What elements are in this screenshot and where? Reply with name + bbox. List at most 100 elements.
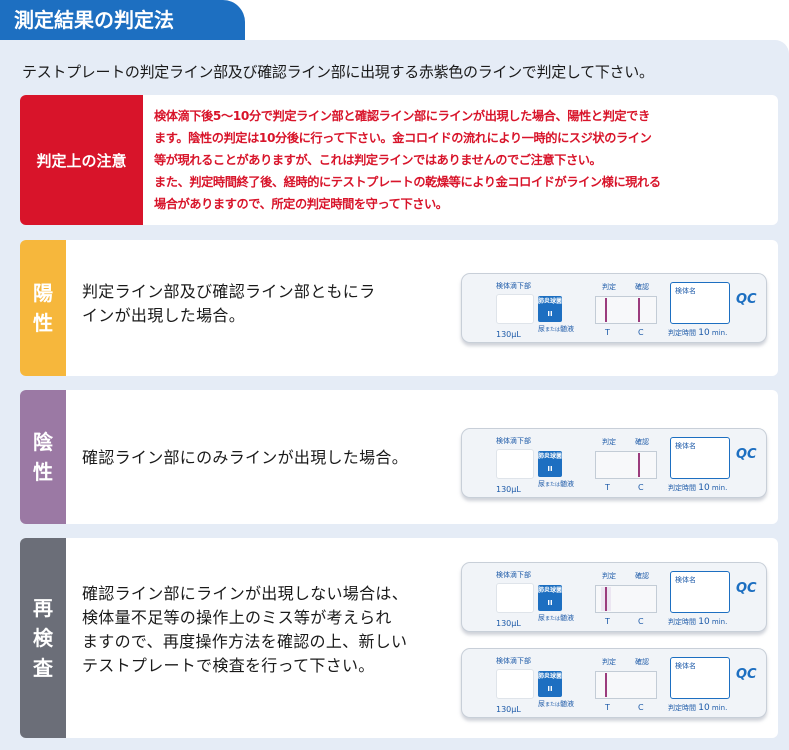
label-char: 検 — [33, 626, 53, 650]
drop-label: 検体滴下部 — [496, 437, 531, 445]
result-text-retest: 確認ライン部にラインが出現しない場合は、 検体量不足等の操作上のミス等が考えられ… — [82, 582, 462, 678]
result-row-negative: 陰 性 確認ライン部にのみラインが出現した場合。 検体滴下部 肺炎球菌 II 尿… — [20, 390, 778, 524]
time-label: 判定時間 10 min. — [668, 328, 727, 338]
caution-line: ます。陰性の判定は10分後に行って下さい。金コロイドの流れにより一時的にスジ状の… — [154, 131, 652, 145]
result-text-line: 確認ライン部にのみラインが出現した場合。 — [82, 448, 409, 467]
time-unit: min. — [711, 329, 728, 337]
result-text-line: インが出現した場合。 — [82, 306, 246, 325]
sample-type-label: 尿または髄液 — [538, 479, 574, 489]
result-label-negative: 陰 性 — [20, 390, 66, 524]
sample-type-label: 尿または髄液 — [538, 699, 574, 709]
c-label: C — [638, 703, 644, 712]
volume-label: 130μL — [496, 485, 521, 494]
or-label: または — [545, 616, 561, 622]
logo-icon: QC — [736, 447, 757, 462]
or-label: または — [545, 702, 561, 708]
time-text: 判定時間 — [668, 484, 696, 492]
product-name: 肺炎球菌 — [538, 673, 563, 680]
time-text: 判定時間 — [668, 618, 696, 626]
specimen-label: 検体名 — [675, 442, 696, 450]
time-label: 判定時間 10 min. — [668, 483, 727, 493]
specimen-well — [496, 583, 534, 613]
time-text: 判定時間 — [668, 329, 696, 337]
product-name: 肺炎球菌 — [538, 298, 563, 305]
label-char: 性 — [33, 460, 53, 484]
result-text-line: 検体量不足等の操作上のミス等が考えられ — [82, 608, 392, 627]
or-label: または — [545, 327, 561, 333]
control-line — [638, 298, 640, 322]
product-number: II — [547, 599, 553, 607]
time-unit: min. — [711, 484, 728, 492]
csf-label: 髄液 — [560, 700, 575, 708]
confirm-label: 確認 — [635, 658, 649, 666]
or-label: または — [545, 482, 561, 488]
time-value: 10 — [698, 483, 710, 493]
result-text-line: 判定ライン部及び確認ライン部ともにラ — [82, 282, 376, 301]
time-text: 判定時間 — [668, 704, 696, 712]
specimen-well — [496, 669, 534, 699]
test-line — [605, 298, 607, 322]
judge-label: 判定 — [602, 572, 616, 580]
result-row-positive: 陽 性 判定ライン部及び確認ライン部ともにラ インが出現した場合。 検体滴下部 … — [20, 240, 778, 376]
product-number: II — [547, 685, 553, 693]
product-badge: 肺炎球菌 II — [538, 671, 562, 697]
time-unit: min. — [711, 704, 728, 712]
result-row-retest: 再 検 査 確認ライン部にラインが出現しない場合は、 検体量不足等の操作上のミス… — [20, 538, 778, 738]
confirm-label: 確認 — [635, 283, 649, 291]
drop-label: 検体滴下部 — [496, 282, 531, 290]
test-line — [605, 673, 607, 697]
product-number: II — [547, 310, 553, 318]
specimen-label: 検体名 — [675, 662, 696, 670]
t-label: T — [605, 617, 610, 626]
test-line — [605, 587, 607, 611]
result-text-negative: 確認ライン部にのみラインが出現した場合。 — [82, 446, 482, 470]
label-char: 性 — [33, 311, 53, 335]
result-text-positive: 判定ライン部及び確認ライン部ともにラ インが出現した場合。 — [82, 280, 462, 328]
intro-text: テストプレートの判定ライン部及び確認ライン部に出現する赤紫色のラインで判定して下… — [22, 63, 654, 81]
c-label: C — [638, 617, 644, 626]
label-char: 陽 — [33, 281, 53, 305]
time-value: 10 — [698, 703, 710, 713]
time-value: 10 — [698, 328, 710, 338]
product-badge: 肺炎球菌 II — [538, 296, 562, 322]
test-plate: 検体滴下部 肺炎球菌 II 尿または髄液 130μL 判定 確認 T C 検体名… — [461, 648, 767, 718]
judge-label: 判定 — [602, 438, 616, 446]
csf-label: 髄液 — [560, 614, 575, 622]
specimen-label: 検体名 — [675, 576, 696, 584]
caution-text: 検体滴下後5〜10分で判定ライン部と確認ライン部にラインが出現した場合、陽性と判… — [154, 105, 770, 215]
label-char: 査 — [33, 656, 53, 680]
product-number: II — [547, 465, 553, 473]
specimen-name-box: 検体名 — [670, 657, 730, 699]
time-label: 判定時間 10 min. — [668, 617, 727, 627]
specimen-name-box: 検体名 — [670, 437, 730, 479]
result-text-line: 確認ライン部にラインが出現しない場合は、 — [82, 584, 409, 603]
product-name: 肺炎球菌 — [538, 453, 563, 460]
product-name: 肺炎球菌 — [538, 587, 563, 594]
test-plate: 検体滴下部 肺炎球菌 II 尿または髄液 130μL 判定 確認 T C 検体名… — [461, 428, 767, 498]
page-title: 測定結果の判定法 — [0, 0, 245, 40]
urine-label: 尿 — [538, 480, 545, 488]
specimen-name-box: 検体名 — [670, 282, 730, 324]
confirm-label: 確認 — [635, 438, 649, 446]
logo-icon: QC — [736, 292, 757, 307]
specimen-name-box: 検体名 — [670, 571, 730, 613]
result-window — [595, 451, 657, 479]
product-badge: 肺炎球菌 II — [538, 585, 562, 611]
caution-line: 等が現れることがありますが、これは判定ラインではありませんのでご注意下さい。 — [154, 153, 602, 167]
label-char: 陰 — [33, 430, 53, 454]
confirm-label: 確認 — [635, 572, 649, 580]
csf-label: 髄液 — [560, 480, 575, 488]
judge-label: 判定 — [602, 283, 616, 291]
volume-label: 130μL — [496, 330, 521, 339]
drop-label: 検体滴下部 — [496, 657, 531, 665]
specimen-well — [496, 449, 534, 479]
logo-icon: QC — [736, 667, 757, 682]
drop-label: 検体滴下部 — [496, 571, 531, 579]
volume-label: 130μL — [496, 619, 521, 628]
volume-label: 130μL — [496, 705, 521, 714]
result-label-retest: 再 検 査 — [20, 538, 66, 738]
c-label: C — [638, 328, 644, 337]
c-label: C — [638, 483, 644, 492]
time-unit: min. — [711, 618, 728, 626]
caution-label: 判定上の注意 — [20, 95, 143, 225]
